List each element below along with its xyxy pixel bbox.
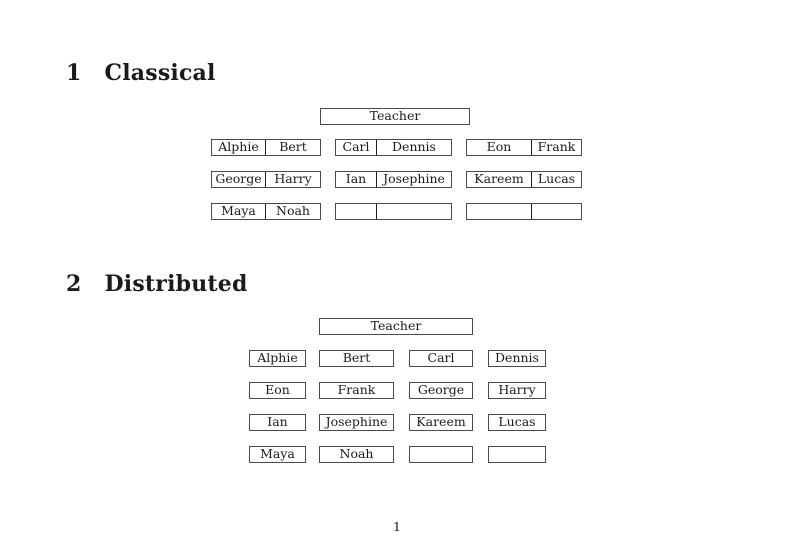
empty-seat xyxy=(467,204,532,219)
student-name: Eon xyxy=(265,382,290,398)
desk: George Harry xyxy=(211,171,321,188)
desk: Dennis xyxy=(488,350,546,367)
desk: Ian xyxy=(249,414,306,431)
section-title: Classical xyxy=(104,60,216,86)
desk: Josephine xyxy=(319,414,394,431)
student-name: Maya xyxy=(260,446,295,462)
empty-seat xyxy=(336,204,377,219)
student-name: Bert xyxy=(342,350,371,366)
student-name: Dennis xyxy=(495,350,539,366)
desk: Carl Dennis xyxy=(335,139,452,156)
desk: Harry xyxy=(488,382,546,399)
desk: Bert xyxy=(319,350,394,367)
desk: Noah xyxy=(319,446,394,463)
student-name: Dennis xyxy=(392,140,436,155)
desk: Lucas xyxy=(488,414,546,431)
desk: Kareem xyxy=(409,414,473,431)
student-name: Kareem xyxy=(467,172,532,187)
student-name: Ian xyxy=(336,172,377,187)
student-name: Harry xyxy=(498,382,536,398)
section-heading-distributed: 2 Distributed xyxy=(66,273,248,295)
student-name: George xyxy=(212,172,266,187)
student-name: George xyxy=(417,382,465,398)
teacher-box: Teacher xyxy=(319,318,473,335)
section-number: 1 xyxy=(66,60,82,86)
desk: Alphie xyxy=(249,350,306,367)
desk-empty xyxy=(409,446,473,463)
student-name: Frank xyxy=(537,140,576,155)
desk-empty xyxy=(466,203,582,220)
empty-seat xyxy=(532,204,581,219)
student-name: Frank xyxy=(337,382,376,398)
student-name: Alphie xyxy=(257,350,298,366)
desk: Eon Frank xyxy=(466,139,582,156)
desk: Maya Noah xyxy=(211,203,321,220)
page-number: 1 xyxy=(393,519,401,534)
section-heading-classical: 1 Classical xyxy=(66,62,216,84)
section-number: 2 xyxy=(66,271,82,297)
student-name: Eon xyxy=(467,140,532,155)
empty-seat xyxy=(377,204,451,219)
student-name: Carl xyxy=(336,140,377,155)
desk: Alphie Bert xyxy=(211,139,321,156)
student-name: Noah xyxy=(276,204,310,219)
desk: Eon xyxy=(249,382,306,399)
student-name: Maya xyxy=(212,204,266,219)
desk: Frank xyxy=(319,382,394,399)
teacher-label: Teacher xyxy=(369,108,421,124)
desk-empty xyxy=(488,446,546,463)
student-name: Lucas xyxy=(498,414,536,430)
desk: Kareem Lucas xyxy=(466,171,582,188)
student-name: Harry xyxy=(274,172,312,187)
student-name: Josephine xyxy=(325,414,388,430)
desk: Carl xyxy=(409,350,473,367)
student-name: Alphie xyxy=(212,140,266,155)
desk: George xyxy=(409,382,473,399)
student-name: Bert xyxy=(279,140,307,155)
teacher-box: Teacher xyxy=(320,108,470,125)
student-name: Carl xyxy=(427,350,455,366)
student-name: Kareem xyxy=(416,414,466,430)
student-name: Noah xyxy=(339,446,374,462)
desk: Maya xyxy=(249,446,306,463)
student-name: Ian xyxy=(267,414,288,430)
student-name: Josephine xyxy=(383,172,445,187)
teacher-label: Teacher xyxy=(370,318,422,334)
desk: Ian Josephine xyxy=(335,171,452,188)
desk-empty xyxy=(335,203,452,220)
student-name: Lucas xyxy=(537,172,576,187)
section-title: Distributed xyxy=(104,271,248,297)
